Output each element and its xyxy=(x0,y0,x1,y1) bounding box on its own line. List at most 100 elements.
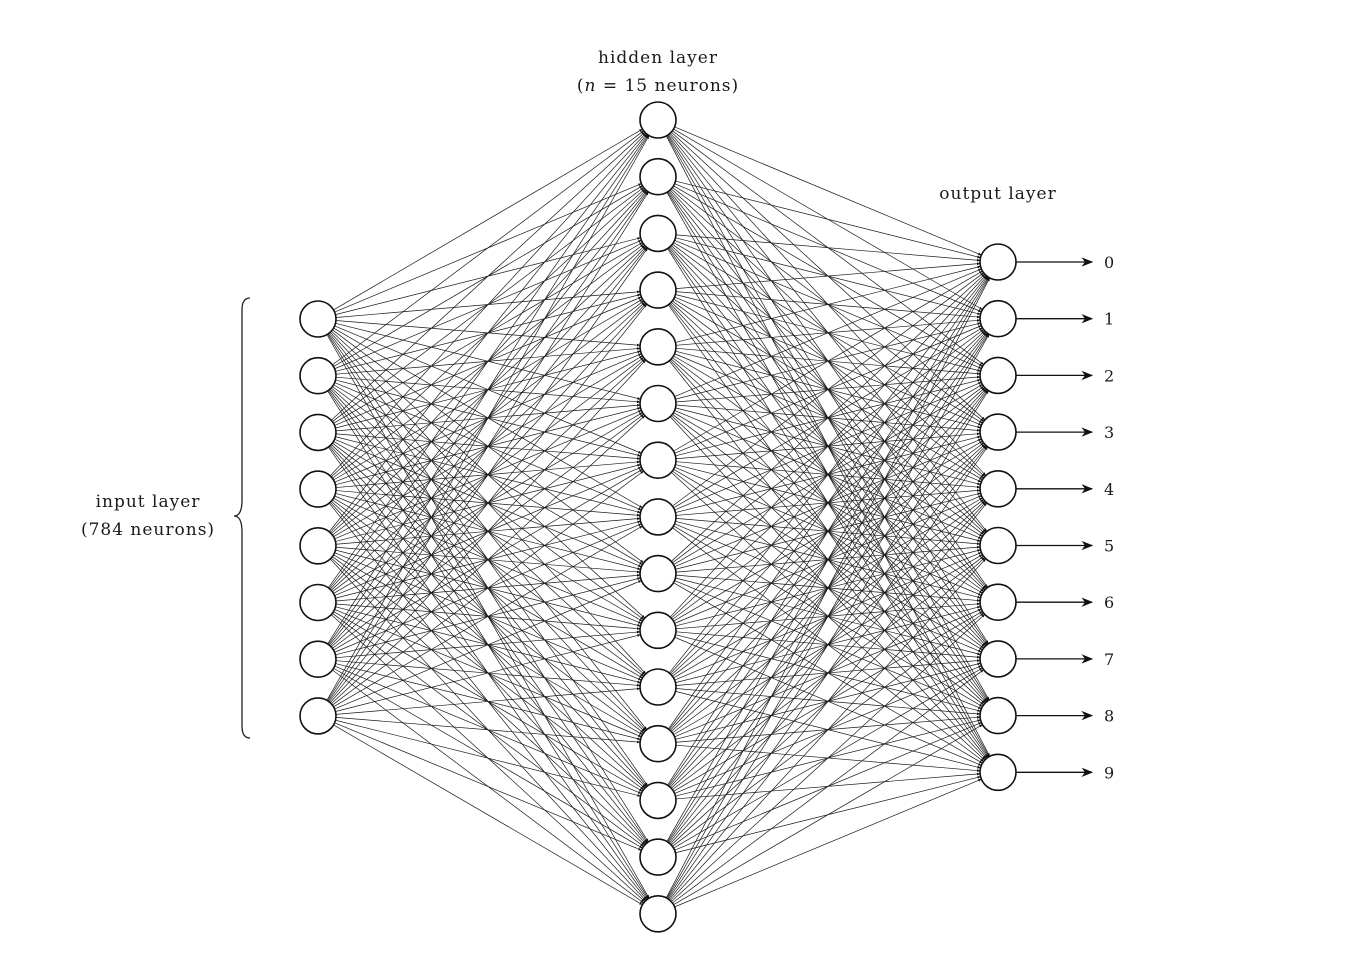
connection-edge xyxy=(673,724,983,906)
connection-edge xyxy=(675,265,981,343)
connection-edge xyxy=(666,334,990,899)
connection-edge xyxy=(674,268,982,397)
connection-edge xyxy=(326,135,650,701)
connection-edge xyxy=(333,724,643,906)
input-neuron xyxy=(299,300,337,338)
output-neuron xyxy=(979,753,1017,792)
connection-edge xyxy=(328,247,648,702)
input-to-hidden-connections xyxy=(326,128,650,906)
output-digit-label: 0 xyxy=(1104,253,1114,272)
input-neuron xyxy=(299,470,337,508)
connection-edge xyxy=(668,502,988,900)
connection-edge xyxy=(672,669,984,904)
connection-edge xyxy=(674,126,982,256)
output-digit-label: 5 xyxy=(1104,537,1114,556)
output-digit-label: 4 xyxy=(1104,480,1114,499)
output-neuron xyxy=(979,696,1017,735)
connection-edge xyxy=(675,234,981,262)
connection-edge xyxy=(333,128,643,311)
output-digit-label: 9 xyxy=(1104,763,1114,782)
input-neuron xyxy=(299,356,337,395)
connection-edge xyxy=(328,303,648,703)
connection-edge xyxy=(671,614,985,902)
connection-edge xyxy=(335,634,641,712)
connection-edge xyxy=(334,580,642,710)
input-neuron xyxy=(299,697,337,735)
input-neuron xyxy=(299,583,337,622)
input-neuron xyxy=(299,640,337,679)
connection-edge xyxy=(328,133,648,532)
connection-edge xyxy=(669,558,987,901)
hidden-neuron xyxy=(639,554,677,593)
hidden-neuron xyxy=(639,724,677,763)
hidden-layer xyxy=(639,101,677,933)
connection-edge xyxy=(667,276,989,786)
hidden-neuron xyxy=(639,781,677,820)
output-digit-label: 3 xyxy=(1104,423,1114,442)
connection-edge xyxy=(331,131,646,421)
hidden-neuron xyxy=(639,498,677,536)
connection-edge xyxy=(668,276,988,730)
connection-edge xyxy=(668,446,988,900)
output-digit-label: 8 xyxy=(1104,707,1114,726)
hidden-neuron xyxy=(639,894,677,933)
hidden-neuron xyxy=(639,611,677,650)
output-neuron xyxy=(979,299,1017,338)
connection-edge xyxy=(675,180,981,259)
connection-edge xyxy=(335,719,641,797)
input-layer xyxy=(299,300,337,735)
hidden-neuron xyxy=(639,101,677,139)
output-neuron xyxy=(979,469,1017,508)
output-digit-label: 1 xyxy=(1104,310,1114,329)
connection-edge xyxy=(666,277,990,899)
connection-edge xyxy=(672,272,984,507)
hidden-neuron xyxy=(639,441,677,480)
output-neuron xyxy=(979,640,1017,678)
hidden-to-output-connections xyxy=(666,126,990,908)
output-neuron xyxy=(979,356,1017,395)
hidden-neuron xyxy=(639,271,677,309)
connection-edge xyxy=(333,525,643,708)
hidden-neuron xyxy=(639,327,677,366)
output-neuron xyxy=(979,243,1017,281)
connection-edge xyxy=(327,191,649,701)
connection-edge xyxy=(335,687,641,715)
input-neuron xyxy=(299,413,337,452)
connection-edge xyxy=(327,134,649,645)
output-neuron xyxy=(979,413,1017,451)
connection-edge xyxy=(332,470,644,706)
connection-edge xyxy=(329,132,647,477)
output-digit-label: 7 xyxy=(1104,650,1114,669)
connection-edge xyxy=(329,359,647,703)
connection-edge xyxy=(335,717,641,744)
hidden-layer-title: hidden layer xyxy=(598,48,718,68)
input-layer-subtitle: (784 neurons) xyxy=(81,520,215,540)
connection-edge xyxy=(675,262,981,289)
output-neuron xyxy=(979,526,1017,565)
output-neuron xyxy=(979,583,1017,622)
input-layer-title: input layer xyxy=(96,492,201,512)
connection-edge xyxy=(328,134,648,588)
connection-edge xyxy=(673,270,983,452)
hidden-neuron xyxy=(639,214,677,253)
connection-edge xyxy=(666,277,990,842)
connection-edge xyxy=(332,130,644,366)
hidden-neuron xyxy=(639,668,677,706)
connection-edge xyxy=(669,274,987,618)
connection-edge xyxy=(331,415,646,704)
input-layer-brace xyxy=(233,297,251,739)
hidden-neuron xyxy=(639,157,677,196)
hidden-neuron xyxy=(639,384,677,423)
connection-edge xyxy=(674,778,982,908)
connection-edge xyxy=(668,275,988,674)
connection-edge xyxy=(671,273,985,562)
connection-edge xyxy=(667,390,989,899)
input-neuron xyxy=(299,526,337,565)
hidden-neuron xyxy=(639,838,677,876)
output-digit-label: 6 xyxy=(1104,593,1114,612)
output-layer-title: output layer xyxy=(939,184,1056,204)
connection-edge xyxy=(334,722,642,851)
output-layer xyxy=(979,243,1017,792)
